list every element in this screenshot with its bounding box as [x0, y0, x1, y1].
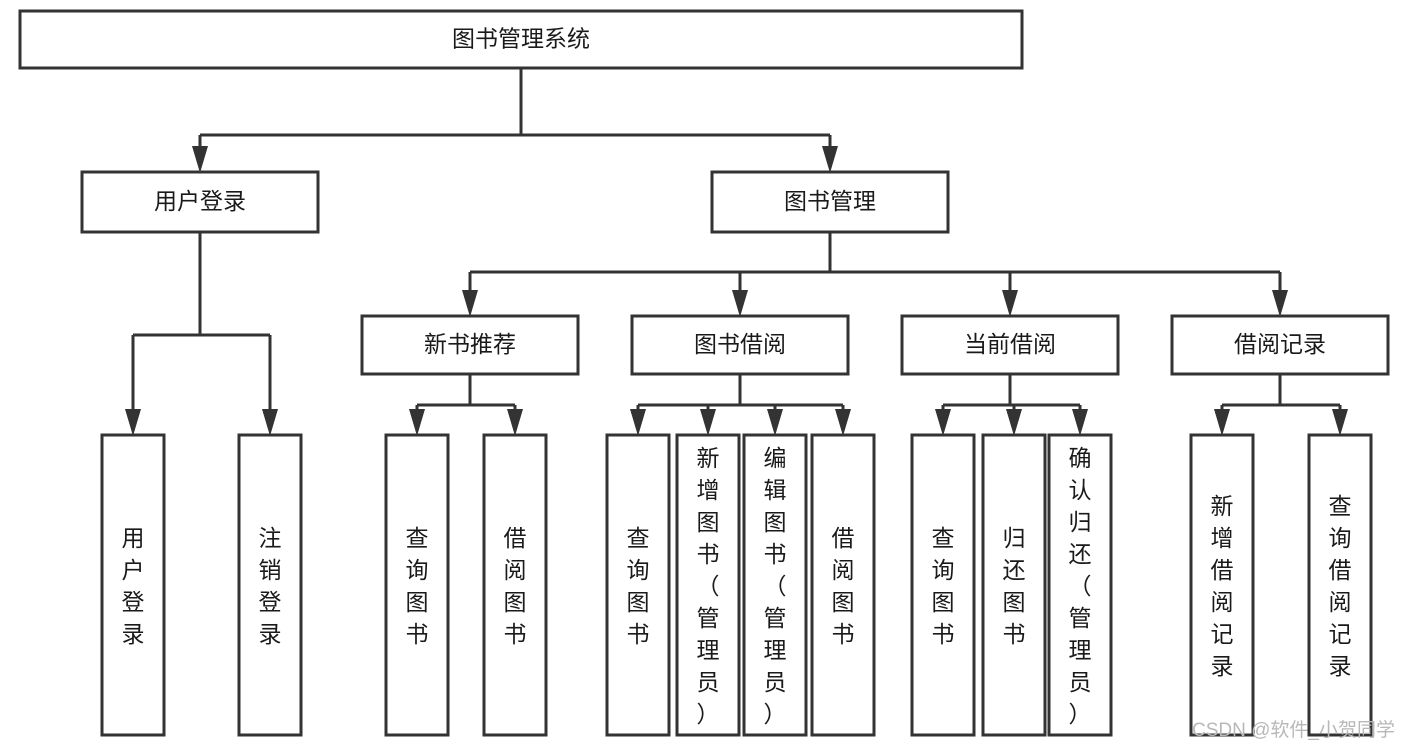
- node-leaf-logout: 注销登录: [237, 433, 303, 737]
- connector-group-root: [192, 68, 838, 173]
- connector-arrowhead: [409, 409, 425, 436]
- node-root: 图书管理系统: [18, 9, 1024, 70]
- node-leaf-query-book-3: 查询图书: [910, 433, 976, 737]
- connector-arrowhead: [262, 409, 278, 436]
- node-box: [900, 314, 1120, 376]
- node-box: [360, 314, 580, 376]
- node-label: 借阅图书: [504, 525, 527, 647]
- node-label: 图书管理: [784, 188, 876, 214]
- node-box: [100, 433, 166, 737]
- node-box: [1307, 433, 1373, 737]
- connector-arrowhead: [1072, 409, 1088, 436]
- connector-arrowhead: [767, 409, 783, 436]
- node-box: [605, 433, 671, 737]
- connector-arrowhead: [125, 409, 141, 436]
- node-label: 图书管理系统: [452, 26, 590, 52]
- connector-arrowhead: [700, 409, 716, 436]
- node-leaf-edit-book-admin: 编辑图书（管理员）: [742, 433, 808, 737]
- node-label: 归还图书: [1003, 525, 1026, 647]
- node-book-manage: 图书管理: [710, 170, 950, 234]
- node-box: [742, 433, 808, 737]
- node-new-book-recommend: 新书推荐: [360, 314, 580, 376]
- node-box: [1189, 433, 1255, 737]
- node-label: 新书推荐: [424, 331, 516, 357]
- connector-arrowhead: [462, 290, 478, 317]
- node-label: 图书借阅: [694, 331, 786, 357]
- node-user-login: 用户登录: [80, 170, 320, 234]
- node-leaf-confirm-return-admin: 确认归还（管理员）: [1047, 433, 1113, 737]
- node-label: 新增图书（管理员）: [697, 445, 720, 727]
- connector-group-user-login: [125, 232, 278, 436]
- connector-arrowhead: [1002, 290, 1018, 317]
- node-box: [981, 433, 1047, 737]
- connector-arrowhead: [507, 409, 523, 436]
- node-box: [710, 170, 950, 234]
- node-label: 借阅记录: [1234, 331, 1326, 357]
- node-leaf-query-book-1: 查询图书: [384, 433, 450, 737]
- node-label: 编辑图书（管理员）: [764, 445, 787, 727]
- nodes-layer: 图书管理系统用户登录图书管理新书推荐图书借阅当前借阅借阅记录用户登录注销登录查询…: [18, 9, 1390, 737]
- connector-group-book-manage: [462, 232, 1288, 317]
- node-box: [1170, 314, 1390, 376]
- node-box: [810, 433, 876, 737]
- node-box: [237, 433, 303, 737]
- connector-arrowhead: [1332, 409, 1348, 436]
- connector-group-new-book-recommend: [409, 374, 523, 436]
- node-label: 用户登录: [154, 188, 246, 214]
- node-box: [18, 9, 1024, 70]
- connector-arrowhead: [192, 146, 208, 173]
- node-box: [384, 433, 450, 737]
- connector-arrowhead: [835, 409, 851, 436]
- connector-arrowhead: [1214, 409, 1230, 436]
- node-box: [675, 433, 741, 737]
- node-label: 查询图书: [627, 525, 650, 647]
- node-label: 当前借阅: [964, 331, 1056, 357]
- node-leaf-borrow-book-1: 借阅图书: [482, 433, 548, 737]
- node-leaf-add-borrow-record: 新增借阅记录: [1189, 433, 1255, 737]
- connector-group-book-borrow: [630, 374, 851, 436]
- node-leaf-add-book-admin: 新增图书（管理员）: [675, 433, 741, 737]
- node-borrow-record: 借阅记录: [1170, 314, 1390, 376]
- node-label: 新增借阅记录: [1211, 493, 1234, 679]
- connector-arrowhead: [732, 290, 748, 317]
- connector-arrowhead: [1272, 290, 1288, 317]
- node-label: 查询图书: [406, 525, 429, 647]
- connector-group-current-borrow: [935, 374, 1088, 436]
- node-leaf-user-login: 用户登录: [100, 433, 166, 737]
- node-label: 查询图书: [932, 525, 955, 647]
- node-current-borrow: 当前借阅: [900, 314, 1120, 376]
- node-label: 借阅图书: [832, 525, 855, 647]
- node-leaf-return-book: 归还图书: [981, 433, 1047, 737]
- node-box: [1047, 433, 1113, 737]
- connector-arrowhead: [1006, 409, 1022, 436]
- node-leaf-query-book-2: 查询图书: [605, 433, 671, 737]
- node-label: 查询借阅记录: [1329, 493, 1352, 679]
- node-box: [630, 314, 850, 376]
- node-label: 用户登录: [122, 525, 145, 647]
- node-book-borrow: 图书借阅: [630, 314, 850, 376]
- connector-group-borrow-record: [1214, 374, 1348, 436]
- node-box: [80, 170, 320, 234]
- node-box: [910, 433, 976, 737]
- node-label: 注销登录: [259, 525, 282, 647]
- node-label: 确认归还（管理员）: [1069, 445, 1092, 727]
- node-box: [482, 433, 548, 737]
- connector-arrowhead: [935, 409, 951, 436]
- node-leaf-query-borrow-record: 查询借阅记录: [1307, 433, 1373, 737]
- node-leaf-borrow-book-2: 借阅图书: [810, 433, 876, 737]
- connectors-layer: [125, 68, 1348, 436]
- connector-arrowhead: [822, 146, 838, 173]
- connector-arrowhead: [630, 409, 646, 436]
